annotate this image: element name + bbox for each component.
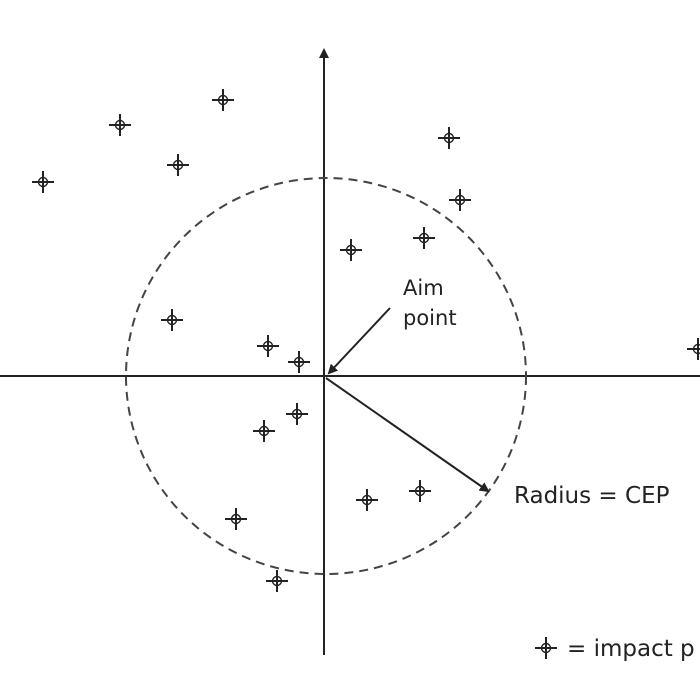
legend-impact-icon — [534, 636, 558, 660]
impact-points — [31, 88, 700, 593]
impact-point-icon — [31, 170, 55, 194]
impact-point-icon — [256, 334, 280, 358]
impact-point-icon — [437, 126, 461, 150]
radius-arrow — [325, 377, 490, 493]
aim-label-line2: point — [403, 306, 457, 330]
impact-point-icon — [412, 226, 436, 250]
impact-point-icon — [285, 402, 309, 426]
impact-point-icon — [448, 188, 472, 212]
impact-point-icon — [408, 479, 432, 503]
radius-label: Radius = CEP — [514, 483, 670, 509]
impact-point-icon — [160, 308, 184, 332]
legend-label: = impact p — [567, 636, 695, 662]
aim-point-arrow — [327, 307, 391, 375]
aim-label-line1: Aim — [403, 276, 444, 300]
impact-point-icon — [265, 569, 289, 593]
impact-point-icon — [339, 238, 363, 262]
impact-point-icon — [166, 153, 190, 177]
cep-circle — [125, 177, 527, 575]
impact-point-icon — [252, 419, 276, 443]
impact-point-icon — [224, 507, 248, 531]
impact-point-icon — [355, 488, 379, 512]
impact-point-icon — [211, 88, 235, 112]
impact-point-icon — [287, 350, 311, 374]
impact-point-icon — [108, 113, 132, 137]
impact-point-icon — [686, 337, 700, 361]
